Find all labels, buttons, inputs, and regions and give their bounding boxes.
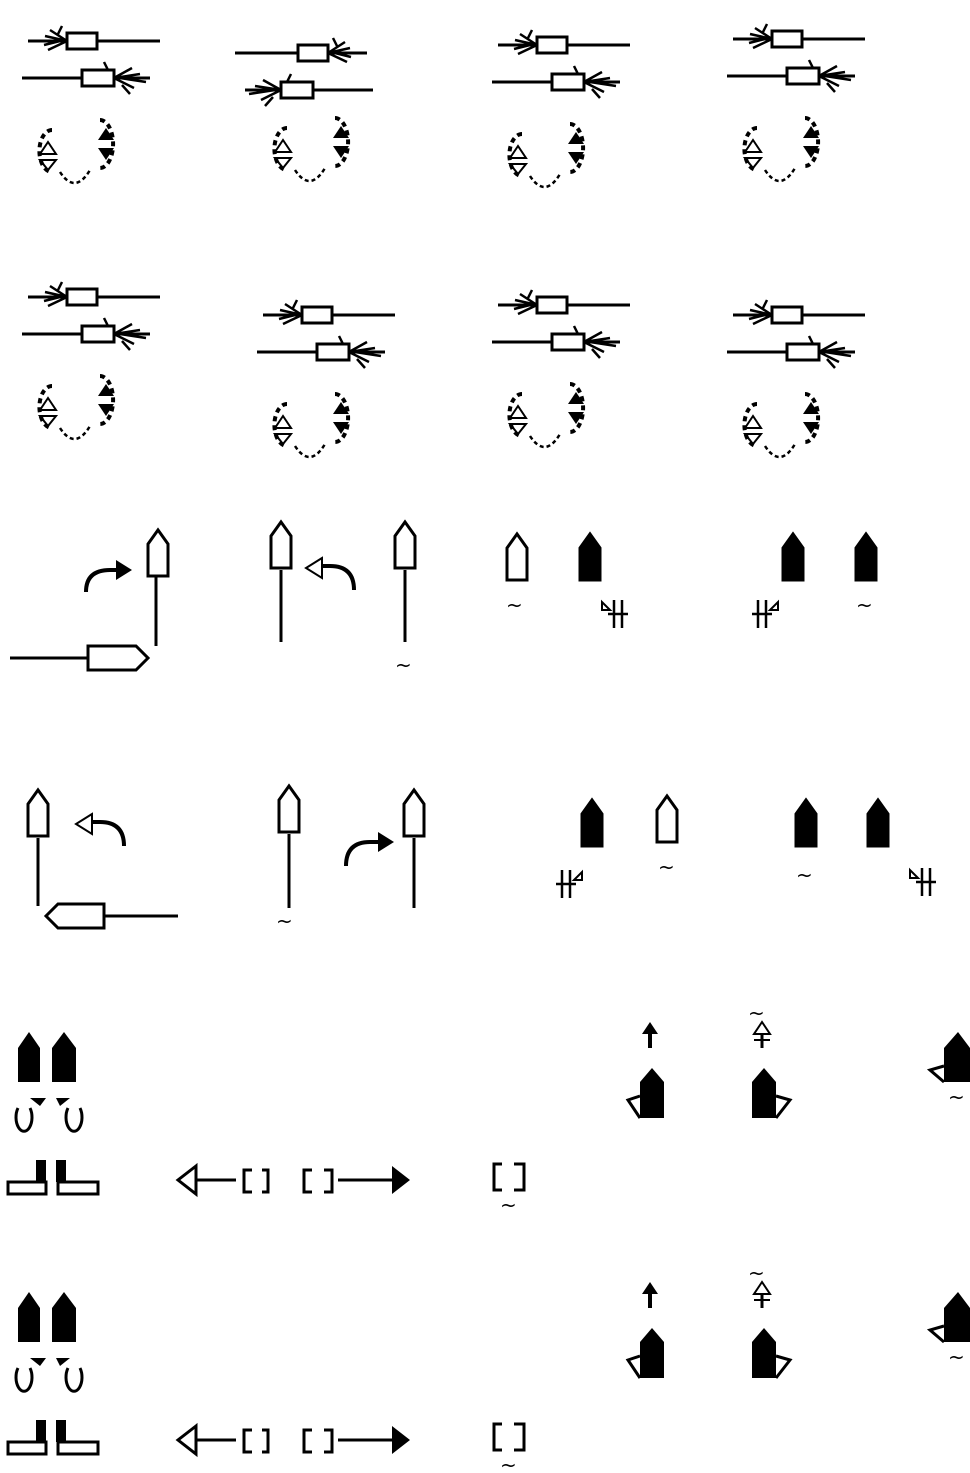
pin-pair-icon: ~	[276, 784, 426, 933]
bracket-wave-icon	[492, 1422, 526, 1473]
svg-text:~: ~	[658, 855, 675, 879]
crossing-strands-spin-icon	[492, 30, 630, 187]
arrow-pin-icon	[626, 1259, 970, 1380]
pin-contact-icon: ~	[505, 532, 630, 630]
row-3: ~ ~ ~	[10, 520, 878, 677]
crossing-strands-spin-icon	[233, 36, 375, 108]
row-6	[6, 1259, 970, 1473]
pin-contact-icon: ~	[750, 532, 878, 630]
pin-contact-icon: ~	[554, 794, 679, 900]
crossing-strands-spin-icon	[727, 300, 865, 457]
row-1	[22, 22, 867, 187]
pair-rotate-icon	[6, 1290, 100, 1456]
pin-pair-icon: ~	[269, 520, 417, 677]
crossing-strands-spin-icon	[22, 282, 160, 439]
bracket-wave-icon	[492, 1162, 526, 1219]
svg-text:~: ~	[395, 653, 412, 677]
svg-text:~: ~	[796, 863, 813, 887]
pin-turn-icon	[10, 528, 170, 672]
crossing-strands-spin-icon	[725, 22, 867, 184]
row-5	[6, 999, 970, 1219]
pin-turn-icon	[26, 788, 178, 930]
bracket-arrows-icon	[176, 1164, 412, 1196]
svg-text:~: ~	[506, 593, 523, 617]
svg-text:~: ~	[276, 909, 293, 933]
crossing-strands-spin-icon	[22, 26, 160, 183]
pair-rotate-icon	[6, 1030, 100, 1196]
row-2	[22, 282, 865, 457]
arrow-pin-icon	[626, 999, 970, 1120]
crossing-strands-spin-icon	[257, 300, 395, 457]
bracket-arrows-icon	[176, 1424, 412, 1456]
svg-text:~: ~	[856, 593, 873, 617]
pin-contact-icon: ~	[794, 798, 938, 898]
crossing-strands-spin-icon	[492, 290, 630, 447]
row-4: ~ ~ ~	[26, 784, 938, 933]
